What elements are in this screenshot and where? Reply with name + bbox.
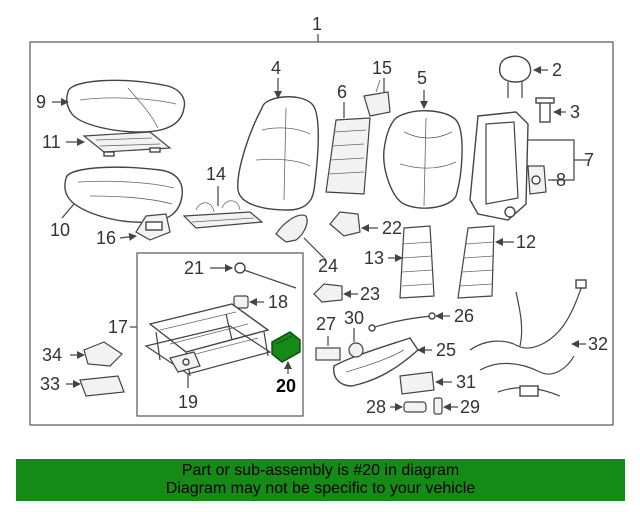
part-32-wiring-harness [469, 279, 587, 397]
callout-3: 3 [570, 102, 580, 122]
part-15-connector [363, 79, 391, 117]
callout-8: 8 [556, 170, 566, 190]
callout-26: 26 [454, 306, 474, 326]
callout-23: 23 [360, 284, 380, 304]
callout-28: 28 [366, 397, 386, 417]
info-banner: Part or sub-assembly is #20 in diagram D… [16, 459, 625, 501]
part-33-cover [79, 375, 125, 397]
callout-33: 33 [40, 374, 60, 394]
callout-1: 1 [312, 14, 322, 34]
part-2-headrest [498, 55, 532, 98]
callout-4: 4 [271, 58, 281, 78]
part-5-seatback-pad [383, 110, 463, 209]
part-14-bracket-assembly [182, 200, 264, 229]
part-25-side-shield [333, 337, 419, 387]
part-20-highlighted[interactable] [271, 331, 301, 363]
leader-16 [119, 232, 137, 241]
part-9-cushion-pad [66, 79, 186, 133]
part-22-bracket [329, 211, 361, 237]
part-24-trim [275, 214, 308, 243]
assembly-frame [29, 41, 614, 426]
part-19-motor [169, 351, 201, 373]
callout-24: 24 [318, 256, 338, 276]
leader-24 [303, 237, 327, 261]
callout-9: 9 [36, 92, 46, 112]
callout-25: 25 [436, 340, 456, 360]
part-11-cushion-plate [82, 131, 172, 157]
part-28-button [403, 401, 427, 413]
part-27-switch [315, 347, 341, 361]
part-34-bracket [83, 341, 123, 367]
callout-11: 11 [42, 132, 61, 152]
callout-2: 2 [552, 60, 562, 80]
callout-31: 31 [456, 372, 476, 392]
part-16-bracket [135, 213, 171, 241]
part-10-cushion-pan [64, 166, 183, 223]
part-26-cable [368, 312, 436, 332]
part-8-recliner [527, 165, 547, 195]
callout-32: 32 [588, 334, 608, 354]
part-23-clip [313, 283, 343, 303]
part-21-adjuster-rod [234, 262, 297, 289]
callout-17: 17 [108, 317, 128, 337]
leader-10 [61, 203, 75, 219]
callout-21: 21 [184, 258, 204, 278]
subassembly-frame-17 [136, 252, 304, 417]
callout-19: 19 [178, 392, 198, 412]
callout-12: 12 [516, 232, 536, 252]
callout-30: 30 [344, 308, 364, 328]
part-4-seatback-cover [237, 96, 319, 211]
banner-line-2: Diagram may not be specific to your vehi… [165, 480, 476, 497]
callout-6: 6 [337, 82, 347, 102]
callout-5: 5 [417, 68, 427, 88]
part-13-lumbar-wire [399, 225, 435, 299]
callout-7: 7 [584, 150, 594, 170]
callout-16: 16 [96, 228, 116, 248]
callout-18: 18 [268, 292, 288, 312]
callout-27: 27 [316, 314, 336, 334]
banner-line-1: Part or sub-assembly is #20 in diagram [181, 462, 460, 479]
callout-29: 29 [460, 397, 480, 417]
callout-22: 22 [382, 218, 402, 238]
part-18-motor [233, 295, 249, 309]
callout-20: 20 [276, 376, 296, 396]
part-3-guide [535, 97, 555, 123]
part-29-button [433, 397, 443, 415]
part-6-heater-mat [325, 117, 371, 195]
parts-diagram: 1 9 11 10 16 14 [29, 14, 614, 426]
part-31-switch-panel [399, 371, 435, 395]
part-7-seatback-frame [469, 111, 529, 221]
callout-10: 10 [50, 220, 70, 240]
leader-7 [528, 139, 590, 181]
part-17-adjuster-track [144, 303, 272, 377]
callout-34: 34 [42, 345, 62, 365]
part-30-knob [348, 342, 364, 358]
part-12-lumbar-wire [457, 225, 495, 299]
callout-14: 14 [206, 164, 226, 184]
callout-15: 15 [372, 58, 392, 78]
callout-13: 13 [364, 248, 384, 268]
